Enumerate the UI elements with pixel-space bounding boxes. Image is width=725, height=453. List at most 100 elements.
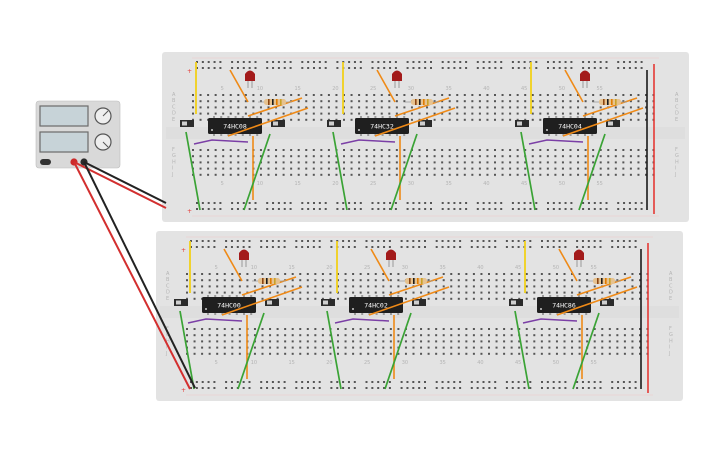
terminal-hole[interactable]: [495, 273, 498, 275]
green-wire[interactable]: [243, 133, 271, 211]
terminal-hole[interactable]: [290, 94, 293, 96]
terminal-hole[interactable]: [291, 291, 294, 294]
terminal-hole[interactable]: [614, 167, 617, 170]
rail-hole[interactable]: [225, 246, 228, 248]
terminal-hole[interactable]: [531, 167, 534, 170]
rail-hole[interactable]: [289, 208, 292, 210]
terminal-hole[interactable]: [441, 112, 444, 115]
switch-knob[interactable]: [329, 121, 334, 126]
terminal-hole[interactable]: [420, 297, 423, 300]
rail-hole[interactable]: [301, 67, 304, 69]
rail-hole[interactable]: [412, 61, 415, 63]
terminal-hole[interactable]: [350, 149, 353, 151]
rail-hole[interactable]: [465, 202, 468, 204]
terminal-hole[interactable]: [494, 173, 496, 176]
terminal-hole[interactable]: [637, 94, 640, 96]
rail-hole[interactable]: [547, 67, 549, 69]
terminal-hole[interactable]: [352, 352, 355, 355]
terminal-hole[interactable]: [629, 112, 632, 115]
terminal-hole[interactable]: [314, 297, 317, 300]
green-wire[interactable]: [572, 312, 600, 390]
terminal-hole[interactable]: [593, 297, 596, 300]
rail-hole[interactable]: [611, 240, 614, 242]
rail-hole[interactable]: [599, 208, 602, 210]
terminal-hole[interactable]: [623, 334, 626, 337]
terminal-hole[interactable]: [608, 328, 611, 330]
rail-hole[interactable]: [634, 67, 637, 69]
terminal-hole[interactable]: [388, 161, 391, 164]
rail-hole[interactable]: [242, 246, 245, 248]
terminal-hole[interactable]: [314, 346, 317, 349]
terminal-hole[interactable]: [465, 273, 468, 275]
terminal-hole[interactable]: [343, 94, 345, 96]
rail-hole[interactable]: [307, 208, 310, 210]
rail-hole[interactable]: [424, 208, 427, 210]
terminal-hole[interactable]: [312, 94, 315, 96]
terminal-hole[interactable]: [578, 328, 581, 330]
rail-hole[interactable]: [283, 61, 286, 63]
terminal-hole[interactable]: [480, 352, 483, 355]
terminal-hole[interactable]: [246, 285, 249, 288]
terminal-hole[interactable]: [546, 112, 549, 115]
terminal-hole[interactable]: [269, 273, 272, 275]
terminal-hole[interactable]: [192, 100, 194, 103]
terminal-hole[interactable]: [616, 273, 619, 275]
rail-hole[interactable]: [424, 387, 426, 389]
rail-hole[interactable]: [394, 61, 397, 63]
terminal-hole[interactable]: [577, 161, 580, 164]
orange-wire[interactable]: [394, 97, 450, 117]
rail-hole[interactable]: [406, 381, 409, 383]
rail-hole[interactable]: [441, 67, 444, 69]
terminal-hole[interactable]: [312, 118, 315, 121]
terminal-hole[interactable]: [539, 118, 542, 121]
terminal-hole[interactable]: [192, 155, 194, 158]
terminal-hole[interactable]: [403, 161, 406, 164]
terminal-hole[interactable]: [426, 167, 429, 170]
terminal-hole[interactable]: [388, 100, 391, 103]
terminal-hole[interactable]: [359, 352, 362, 355]
terminal-hole[interactable]: [284, 297, 287, 300]
terminal-hole[interactable]: [389, 328, 392, 330]
rail-hole[interactable]: [552, 381, 555, 383]
terminal-hole[interactable]: [525, 273, 528, 275]
terminal-hole[interactable]: [616, 285, 619, 288]
terminal-hole[interactable]: [192, 149, 194, 151]
rail-hole[interactable]: [342, 208, 345, 210]
terminal-hole[interactable]: [540, 279, 543, 282]
terminal-hole[interactable]: [365, 155, 368, 158]
terminal-hole[interactable]: [306, 340, 309, 343]
rail-hole[interactable]: [201, 240, 204, 242]
terminal-hole[interactable]: [433, 161, 436, 164]
rail-hole[interactable]: [307, 61, 310, 63]
terminal-hole[interactable]: [450, 273, 453, 275]
terminal-hole[interactable]: [494, 106, 496, 109]
terminal-hole[interactable]: [525, 352, 528, 355]
supply-power-wire-lower[interactable]: [73, 161, 191, 390]
terminal-hole[interactable]: [593, 352, 596, 355]
switch-knob[interactable]: [273, 121, 278, 126]
terminal-hole[interactable]: [329, 291, 332, 294]
rail-hole[interactable]: [564, 240, 567, 242]
terminal-hole[interactable]: [282, 106, 285, 109]
terminal-hole[interactable]: [284, 328, 287, 330]
terminal-hole[interactable]: [412, 340, 415, 343]
rail-hole[interactable]: [482, 381, 485, 383]
terminal-hole[interactable]: [335, 106, 338, 109]
terminal-hole[interactable]: [320, 100, 323, 103]
terminal-hole[interactable]: [297, 118, 300, 121]
terminal-hole[interactable]: [229, 149, 232, 151]
terminal-hole[interactable]: [201, 334, 204, 337]
terminal-hole[interactable]: [275, 173, 278, 176]
terminal-hole[interactable]: [201, 340, 204, 343]
rail-hole[interactable]: [353, 208, 356, 210]
rail-hole[interactable]: [318, 246, 321, 248]
terminal-hole[interactable]: [201, 291, 204, 294]
rail-hole[interactable]: [377, 61, 380, 63]
terminal-hole[interactable]: [480, 328, 483, 330]
rail-hole[interactable]: [622, 240, 625, 242]
terminal-hole[interactable]: [426, 173, 429, 176]
terminal-hole[interactable]: [622, 155, 625, 158]
rail-hole[interactable]: [213, 381, 216, 383]
terminal-hole[interactable]: [344, 279, 347, 282]
terminal-hole[interactable]: [397, 273, 400, 275]
